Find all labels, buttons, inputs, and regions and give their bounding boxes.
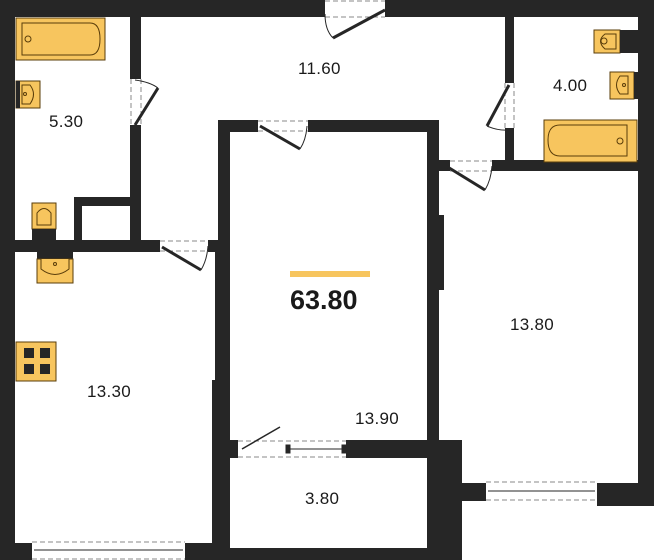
room-area-balcony: 3.80 [305,489,340,508]
room-area-kitchen: 13.30 [87,382,132,401]
sink-icon [15,80,41,109]
bathtub-2-icon [543,119,638,163]
room-area-bathroom-2: 4.00 [553,76,588,95]
bathroom-2-door[interactable] [485,83,515,131]
room-area-hallway: 11.60 [298,59,341,78]
living-room-door[interactable] [258,120,308,151]
toilet-2-icon [593,29,638,54]
kitchen-sink-icon [36,252,74,284]
room-area-bedroom: 13.80 [510,315,555,334]
total-area: 63.80 [290,285,358,315]
bedroom-door[interactable] [445,160,493,192]
kitchen-window [32,541,185,560]
bathroom-1-door[interactable] [130,79,160,126]
toilet-icon [31,202,57,241]
bathtub-icon [15,17,106,61]
balcony-door[interactable] [238,426,347,458]
room-area-bathroom-1: 5.30 [49,112,84,131]
openings [32,0,597,560]
bedroom-window [486,481,597,501]
entrance-door[interactable] [324,0,386,40]
kitchen-door[interactable] [160,240,209,272]
sink-2-icon [609,71,638,100]
stove-icon [15,341,57,382]
room-area-living-room: 13.90 [355,409,400,428]
total-area-accent-bar [290,271,370,277]
fixtures [15,17,638,382]
